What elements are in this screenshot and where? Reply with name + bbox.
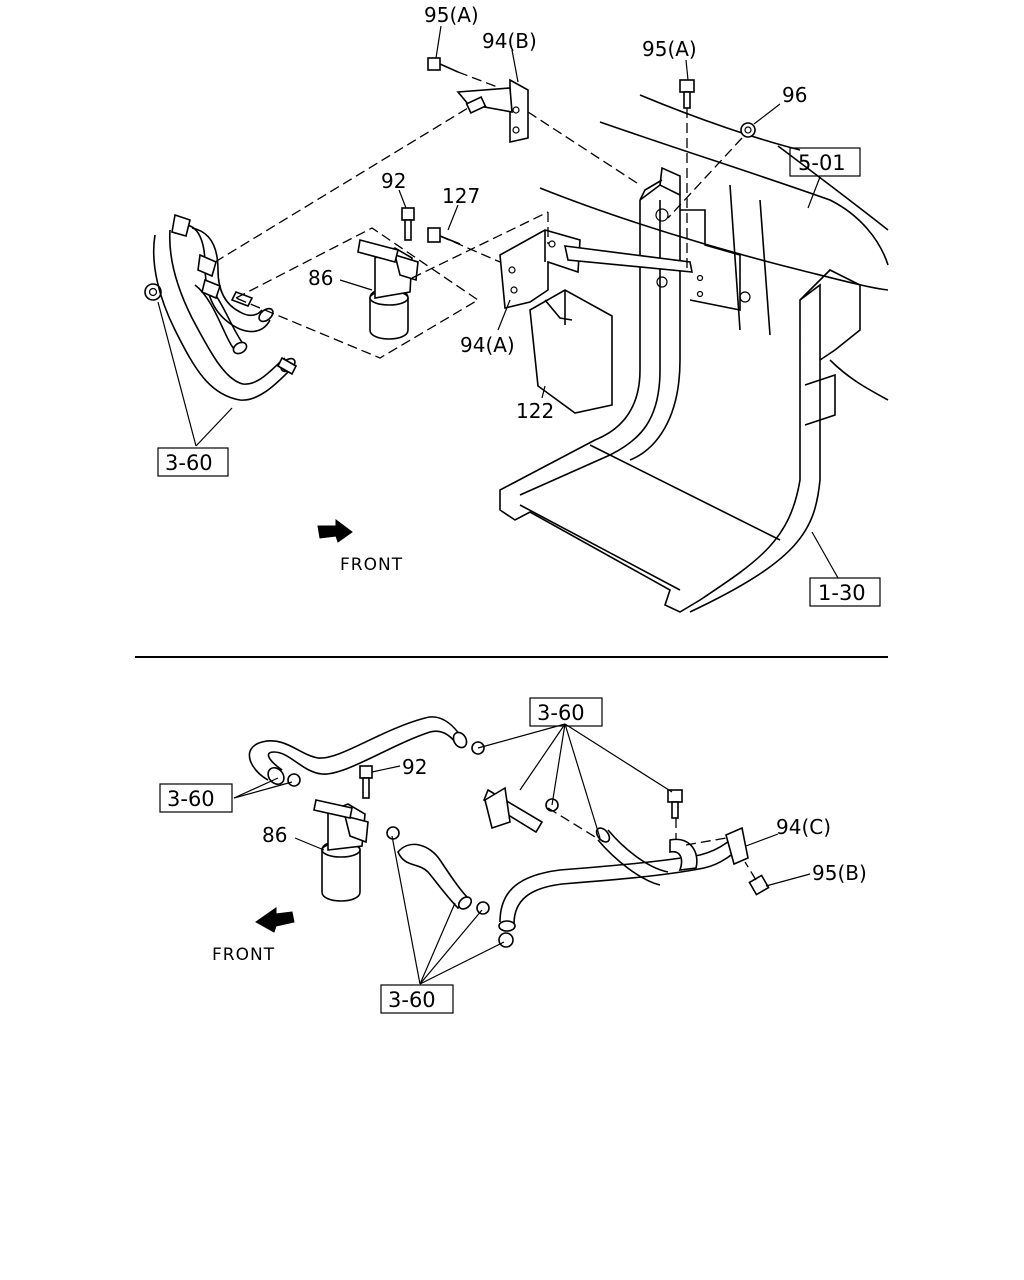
hose-lower [498, 827, 741, 932]
callout-86: 86 [308, 266, 333, 290]
ref-box-3-60-left: 3-60 [159, 783, 233, 813]
frame-bracket-1-30 [499, 166, 861, 613]
bolt-92-icon [401, 207, 415, 241]
shield-122 [529, 289, 613, 414]
mounting-plate [655, 208, 751, 311]
pipe-fitting [483, 786, 544, 834]
callout-92: 92 [381, 169, 406, 193]
ref-box-5-01: 5-01 [789, 147, 861, 177]
callout-94b: 94(B) [482, 29, 537, 53]
ref-3-60-upper-label: 3-60 [537, 701, 585, 725]
front-arrow-bottom-icon [255, 907, 295, 933]
bolt-95a-right-icon [679, 79, 695, 109]
callout-92-bottom: 92 [402, 755, 427, 779]
front-arrow-top-icon [317, 519, 353, 543]
callout-94a: 94(A) [460, 333, 515, 357]
callout-94c: 94(C) [776, 815, 831, 839]
valve-86-top [357, 239, 419, 340]
bolt-95b-icon [748, 874, 770, 896]
callout-95a-right: 95(A) [642, 37, 697, 61]
callout-127: 127 [442, 184, 480, 208]
ref-box-3-60-upper: 3-60 [529, 697, 603, 727]
hose-assembly-top [152, 213, 298, 401]
ref-3-60-left-label: 3-60 [167, 787, 215, 811]
front-label-bottom: FRONT [212, 945, 275, 965]
callout-95b: 95(B) [812, 861, 867, 885]
clip-nut-left-icon [144, 283, 162, 301]
top-view: 95(A) 94(B) 95(A) 96 92 127 86 94(A) 122… [144, 3, 889, 613]
bolt-127-icon [427, 227, 461, 245]
bolt-92-bottom-icon [359, 765, 373, 799]
bottom-view: 92 86 94(C) 95(B) 3-60 3-60 3-60 FRONT [159, 697, 867, 1014]
ref-5-01-label: 5-01 [798, 151, 846, 175]
ref-1-30-label: 1-30 [818, 581, 866, 605]
valve-86-bottom [313, 799, 369, 902]
clamp-94c [669, 826, 749, 871]
front-label-top: FRONT [340, 555, 403, 575]
leader-lines-bottom [233, 723, 811, 985]
ref-box-3-60-top: 3-60 [157, 447, 229, 477]
ref-3-60-lower-label: 3-60 [388, 988, 436, 1012]
callout-86-bottom: 86 [262, 823, 287, 847]
bolt-95a-left-icon [427, 57, 459, 73]
callout-96: 96 [782, 83, 807, 107]
ref-box-3-60-lower: 3-60 [380, 984, 454, 1014]
bolt-top-right-icon [667, 789, 683, 819]
bolt-94b-lower-icon [465, 96, 487, 114]
leader-lines-top [157, 25, 839, 579]
bracket-94a [499, 229, 693, 309]
nut-96-icon [740, 122, 756, 138]
ref-3-60-top-label: 3-60 [165, 451, 213, 475]
dashed-guides-top [214, 71, 743, 359]
ref-box-1-30: 1-30 [809, 577, 881, 607]
hose-middle [397, 843, 473, 910]
callout-122: 122 [516, 399, 554, 423]
dashed-guides-bottom [547, 807, 757, 881]
bracket-94b [456, 78, 529, 143]
callout-95a-left: 95(A) [424, 3, 479, 27]
